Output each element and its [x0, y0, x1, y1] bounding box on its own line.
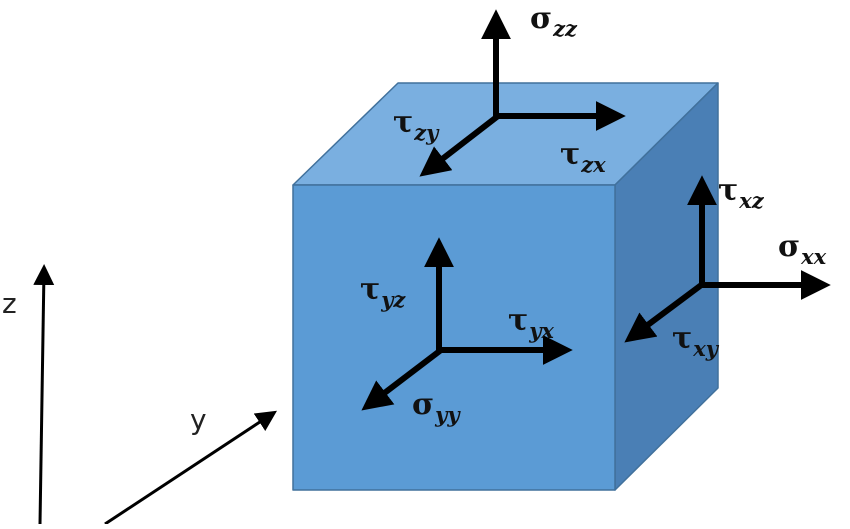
sigma-xx-label: σxx [778, 229, 827, 269]
tau-xy-label: τxy [672, 321, 718, 361]
tau-zx-label: τzx [560, 137, 606, 177]
sigma-zz-label: σzz [530, 1, 577, 41]
sigma-yy-label: σyy [412, 387, 460, 427]
z-axis-arrow [33, 264, 55, 525]
tau-zy-label: τzy [393, 105, 439, 145]
cube-front-face [292, 184, 616, 491]
z-axis-label: z [2, 287, 17, 320]
y-axis-label: y [190, 403, 207, 436]
tau-yz-label: τyz [360, 272, 406, 312]
sigma-yy-arrow [361, 347, 443, 411]
tau-yx-label: τyx [508, 303, 554, 343]
tau-xz-label: τxz [718, 173, 764, 213]
y-axis-arrow [104, 410, 278, 526]
tau-zy-arrow [419, 113, 500, 177]
tau-xy-arrow [624, 280, 706, 343]
